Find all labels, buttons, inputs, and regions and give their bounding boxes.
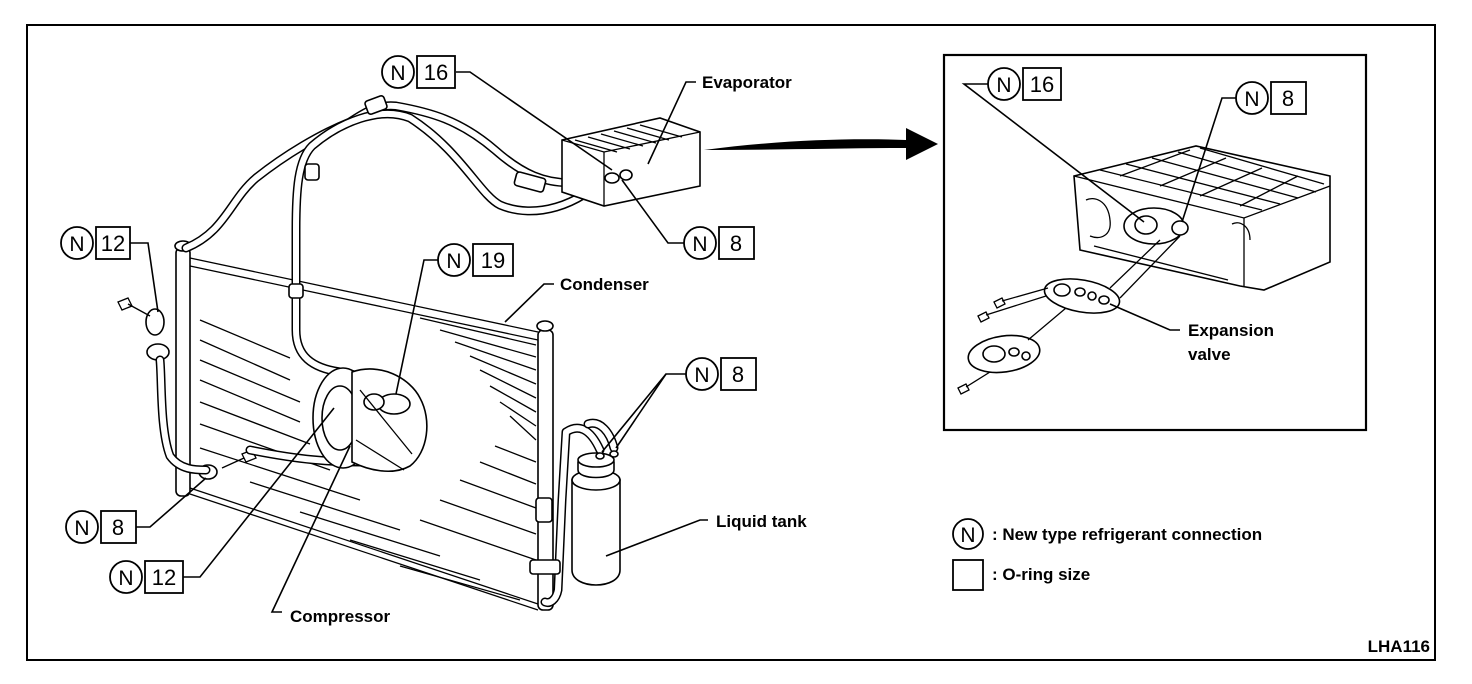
svg-text:8: 8 xyxy=(730,231,742,256)
liquid-tank xyxy=(529,450,621,586)
label-liquid-tank: Liquid tank xyxy=(716,512,807,531)
callout-compressor-bottom: N 12 xyxy=(109,407,335,594)
svg-text:16: 16 xyxy=(424,60,448,85)
label-evaporator: Evaporator xyxy=(702,73,792,92)
detail-arrow xyxy=(704,128,938,160)
legend-box-text: : O-ring size xyxy=(992,565,1090,584)
svg-text:19: 19 xyxy=(481,248,505,273)
evaporator-fins xyxy=(574,124,683,153)
svg-text:N: N xyxy=(692,233,707,256)
part-labels: Evaporator Condenser Compressor Liquid t… xyxy=(270,73,807,626)
legend: N : New type refrigerant connection : O-… xyxy=(952,518,1262,591)
callout-tank-right: N 8 xyxy=(601,357,757,453)
svg-text:12: 12 xyxy=(152,565,176,590)
legend-n-text: : New type refrigerant connection xyxy=(992,525,1262,544)
svg-text:N: N xyxy=(996,74,1011,97)
diagram-frame xyxy=(26,24,1436,661)
svg-text:N: N xyxy=(390,62,405,85)
svg-text:N: N xyxy=(694,364,709,387)
callout-inset-right: N 8 xyxy=(1181,81,1307,223)
compressor xyxy=(312,367,428,473)
callout-condenser-left: N 12 xyxy=(60,226,159,313)
svg-text:N: N xyxy=(1244,88,1259,111)
refrigerant-pipes xyxy=(155,95,619,607)
callout-condenser-bottom: N 8 xyxy=(65,477,207,544)
callout-compressor-top: N 19 xyxy=(395,243,514,395)
label-condenser: Condenser xyxy=(560,275,649,294)
svg-text:N: N xyxy=(446,250,461,273)
svg-text:8: 8 xyxy=(1282,86,1294,111)
svg-text:N: N xyxy=(69,233,84,256)
callout-evap-top: N 16 xyxy=(381,55,613,171)
evaporator xyxy=(561,117,701,207)
svg-text:N: N xyxy=(74,517,89,540)
svg-text:8: 8 xyxy=(112,515,124,540)
svg-text:N: N xyxy=(960,524,975,547)
svg-text:12: 12 xyxy=(101,231,125,256)
legend-box-symbol xyxy=(952,559,984,591)
figure-code: LHA116 xyxy=(1368,637,1430,656)
label-compressor: Compressor xyxy=(290,607,391,626)
callout-inset-left: N 16 xyxy=(961,67,1145,223)
inset-evaporator-fins xyxy=(1099,147,1325,211)
callout-evap-right: N 8 xyxy=(621,179,755,260)
condenser xyxy=(117,240,554,611)
label-expansion-valve-line1: Expansion xyxy=(1188,321,1274,340)
svg-text:8: 8 xyxy=(732,362,744,387)
legend-n-symbol xyxy=(952,518,984,550)
svg-text:N: N xyxy=(118,567,133,590)
svg-text:16: 16 xyxy=(1030,72,1054,97)
condenser-fins xyxy=(199,317,537,601)
label-expansion-valve-line2: valve xyxy=(1188,345,1231,364)
expansion-valve-inset: N 16 N 8 Expansion valve xyxy=(942,53,1368,432)
